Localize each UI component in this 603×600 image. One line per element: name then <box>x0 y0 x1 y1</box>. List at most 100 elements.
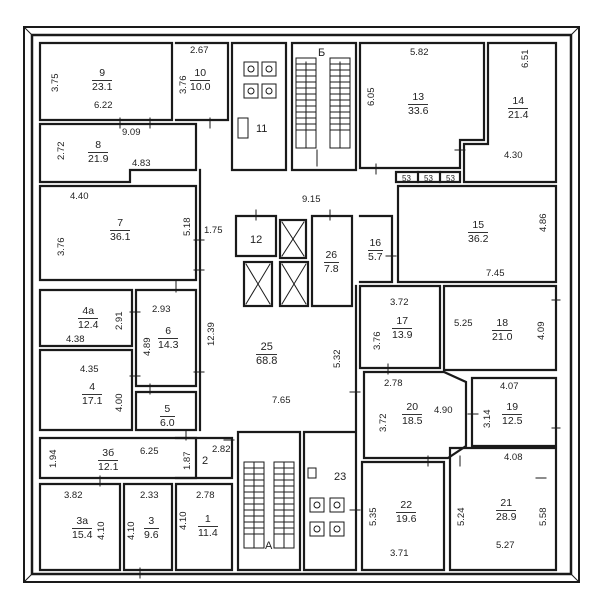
dim-label: 5.35 <box>368 507 379 527</box>
wall-room-4 <box>38 348 134 432</box>
dim-label: 3.71 <box>390 548 409 559</box>
room-23-label: 23 <box>334 471 347 483</box>
room-area: 9.6 <box>144 529 159 541</box>
wall-room-19 <box>470 376 558 448</box>
dim-label: 5.18 <box>182 217 193 237</box>
wall-room-21 <box>448 446 558 572</box>
dim-label: 4.90 <box>434 405 453 416</box>
wall-room-23 <box>302 430 358 572</box>
dim-label: 5.32 <box>332 349 343 369</box>
room-number: 19 <box>502 402 523 415</box>
wall-room-13 <box>358 41 486 170</box>
room-area: 10.0 <box>190 81 211 93</box>
room-area: 15.4 <box>72 529 93 541</box>
room-area: 33.6 <box>408 105 429 117</box>
wall-room-1 <box>174 482 234 572</box>
dim-label: 9.15 <box>302 194 321 205</box>
dim-label: 3.72 <box>390 297 409 308</box>
dim-label: 3.76 <box>372 331 383 351</box>
room-number: 21 <box>496 498 517 511</box>
dim-label: 12.39 <box>206 322 217 346</box>
dim-label: 4.09 <box>536 321 547 341</box>
dim-label: 7.65 <box>272 395 291 406</box>
room-1-label: 1 11.4 <box>198 514 218 539</box>
room-9-label: 9 23.1 <box>92 68 113 93</box>
dim-label: 6.22 <box>94 100 113 111</box>
room-21-label: 21 28.9 <box>496 498 517 523</box>
room-area: 14.3 <box>158 339 179 351</box>
room-area: 11.4 <box>198 527 218 539</box>
room-26-label: 26 7.8 <box>324 250 339 275</box>
room-area: 12.4 <box>78 319 99 331</box>
room-11-label: 11 <box>256 123 268 135</box>
room-area: 36.2 <box>468 233 489 245</box>
room-12-label: 12 <box>250 234 263 246</box>
dim-label: 4.10 <box>178 511 189 531</box>
dim-label: 53 <box>402 174 411 183</box>
outer-wall-inner <box>30 33 573 576</box>
wall-room-10 <box>174 41 230 122</box>
room-area: 28.9 <box>496 511 517 523</box>
dim-label: 53 <box>424 174 433 183</box>
wall-small-boxes <box>394 170 462 184</box>
stair-b-label: Б <box>318 47 326 59</box>
dim-label: 2.78 <box>196 490 215 501</box>
room-area: 68.8 <box>256 355 278 367</box>
room-number: 10 <box>190 68 211 81</box>
room-number: 3 <box>144 516 159 529</box>
dim-label: 4.10 <box>126 521 137 541</box>
room-number: 14 <box>508 96 529 109</box>
room-6-label: 6 14.3 <box>158 326 179 351</box>
room-number: 5 <box>160 404 175 417</box>
dim-label: 2.78 <box>384 378 403 389</box>
wall-room-26 <box>310 214 354 308</box>
room-area: 36.1 <box>110 231 131 243</box>
dim-label: 2.33 <box>140 490 159 501</box>
room-area: 17.1 <box>82 395 103 407</box>
wall-room-9 <box>38 41 174 122</box>
room-area: 7.8 <box>324 263 339 275</box>
dim-label: 4.07 <box>500 381 519 392</box>
room-16-label: 16 5.7 <box>368 238 383 263</box>
dim-label: 1.75 <box>204 225 223 236</box>
wall-room-11 <box>230 41 288 172</box>
wall-room-20 <box>362 370 468 460</box>
dim-label: 3.75 <box>50 73 61 93</box>
dim-label: 6.51 <box>520 49 531 69</box>
room-5-label: 5 6.0 <box>160 404 175 429</box>
room-7-label: 7 36.1 <box>110 218 131 243</box>
room-area: 23.1 <box>92 81 113 93</box>
dim-label: 3.76 <box>178 75 189 95</box>
room-19-label: 19 12.5 <box>502 402 523 427</box>
dim-label: 9.09 <box>122 127 141 138</box>
dim-label: 2.67 <box>190 45 209 56</box>
dim-label: 4.38 <box>66 334 85 345</box>
wall-room-2 <box>174 436 234 480</box>
room-3a-label: 3а 15.4 <box>72 516 93 541</box>
dim-label: 2.82 <box>212 444 231 455</box>
room-number: 13 <box>408 92 429 105</box>
dim-label: 5.82 <box>410 47 429 58</box>
wall-room-7 <box>38 184 198 282</box>
wall-room-3 <box>122 482 174 572</box>
room-number: 18 <box>492 318 513 331</box>
dim-label: 3.14 <box>482 409 493 429</box>
wall-room-5 <box>134 390 198 432</box>
dim-label: 4.10 <box>96 521 107 541</box>
dim-label: 2.91 <box>114 311 125 331</box>
room-area: 19.6 <box>396 513 417 525</box>
room-number: 6 <box>158 326 179 339</box>
room-area: 5.7 <box>368 251 383 263</box>
room-number: 20 <box>402 402 423 415</box>
wall-stair-b <box>290 41 358 172</box>
wall-room-4a <box>38 288 134 348</box>
room-number: 7 <box>110 218 131 231</box>
dim-label: 3.72 <box>378 413 389 433</box>
room-number: 8 <box>88 140 109 153</box>
room-number: 22 <box>396 500 417 513</box>
wall-room-17 <box>358 284 442 370</box>
room-3-label: 3 9.6 <box>144 516 159 541</box>
room-area: 13.9 <box>392 329 413 341</box>
dim-label: 4.40 <box>70 191 89 202</box>
room-20-label: 20 18.5 <box>402 402 423 427</box>
